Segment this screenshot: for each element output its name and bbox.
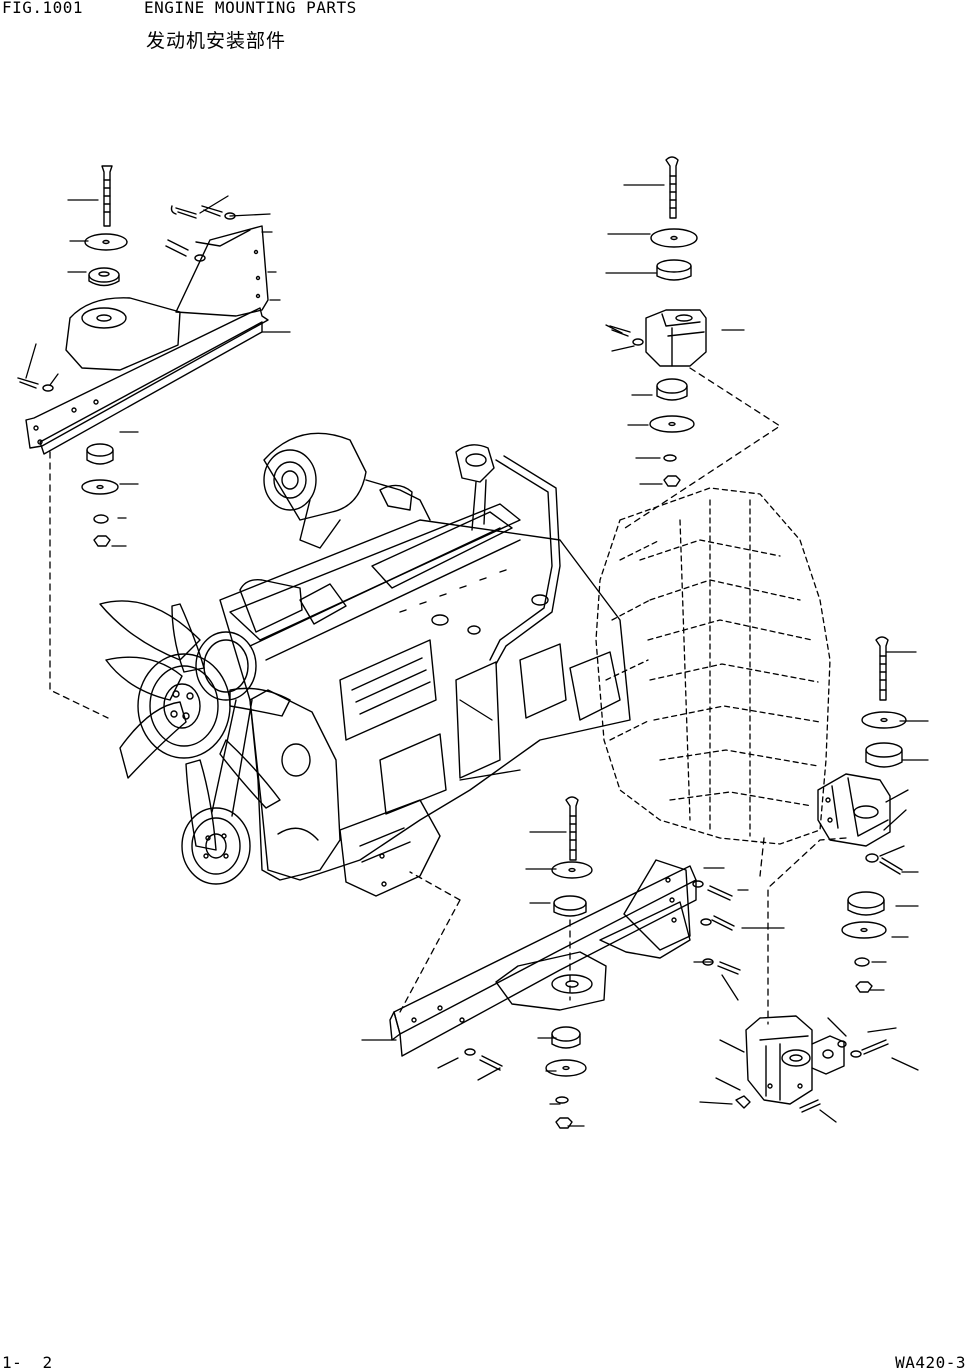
lower-right-bracket (736, 1016, 888, 1112)
engine-assembly (100, 433, 630, 896)
figure-title: ENGINE MOUNTING PARTS (144, 0, 357, 17)
lower-center-mount-assembly (390, 797, 740, 1128)
figure-title-chinese: 发动机安装部件 (146, 30, 287, 52)
model-code: WA420-3 (895, 1353, 966, 1372)
page-number: 1- 2 (2, 1353, 53, 1372)
figure-number: FIG.1001 (2, 0, 84, 17)
dashed-assembly-lines (50, 368, 846, 1024)
rear-right-mount-assembly (818, 637, 906, 992)
front-left-mount-assembly (18, 166, 268, 546)
transmission-housing (596, 488, 830, 844)
leader-lines (26, 185, 928, 1126)
rear-upper-mount-assembly (610, 157, 706, 486)
